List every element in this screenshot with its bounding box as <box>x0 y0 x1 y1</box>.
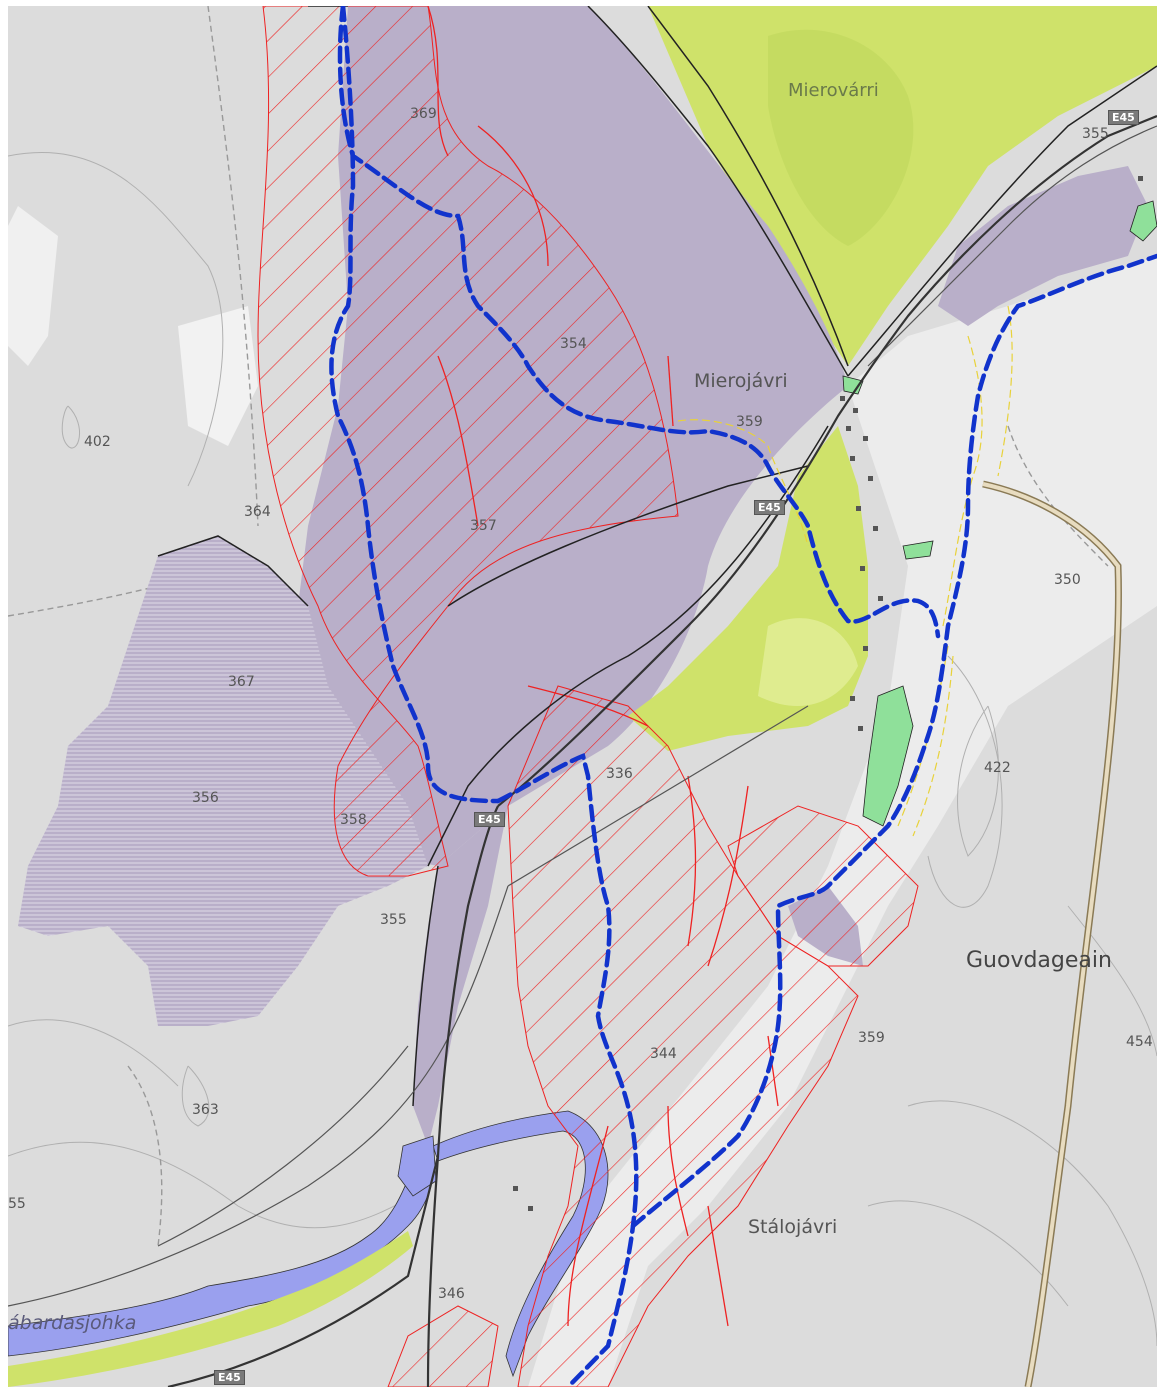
main-road-e45 <box>167 114 1157 1387</box>
red-boundary-lines <box>427 6 779 1327</box>
meadow-yellow-green-center-light <box>758 618 858 706</box>
road-east-fill <box>982 482 1121 1387</box>
map-canvas[interactable] <box>8 6 1157 1387</box>
bog-white-2 <box>8 206 58 366</box>
green-patch-3 <box>862 685 914 827</box>
route-dashed-blue <box>329 6 1157 1387</box>
green-patch-1 <box>1129 200 1157 242</box>
green-patch-4 <box>842 375 864 395</box>
lavender-area-west-stripes <box>18 536 428 1026</box>
map-view[interactable]: Mierovárri Mierojávri Guovdageain Stáloj… <box>8 6 1157 1387</box>
hatch-zone-center <box>507 685 859 1387</box>
hatch-zone-north <box>257 6 679 877</box>
rail-lines <box>8 125 1157 1307</box>
bog-white-1 <box>178 306 258 446</box>
hill-yellow-green-north-light <box>768 29 914 246</box>
road-shield-e45: E45 <box>214 1370 245 1385</box>
road-shield-e45: E45 <box>754 500 785 515</box>
settlement-buildings <box>513 176 1143 1211</box>
lavender-area-center-corridor <box>413 806 508 1146</box>
lavender-area-northeast <box>938 166 1148 326</box>
hatch-zone-south <box>387 1305 499 1387</box>
riverbank-green <box>8 1231 413 1387</box>
road-shield-e45: E45 <box>1108 110 1139 125</box>
green-patch-2 <box>902 540 934 560</box>
road-shield-e45: E45 <box>474 812 505 827</box>
lake-small <box>397 1135 437 1197</box>
yellow-buffer-lines <box>677 305 1013 837</box>
